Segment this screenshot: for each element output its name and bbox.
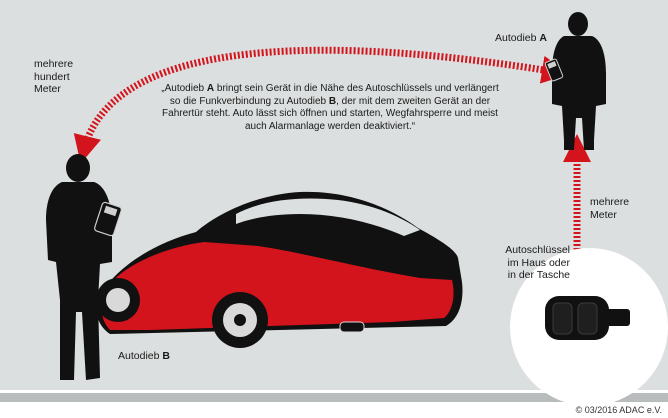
relay-device-icon <box>544 58 564 82</box>
car-silhouette <box>96 191 463 348</box>
thief-a-figure <box>552 12 606 150</box>
copyright-notice: © 03/2016 ADAC e.V. <box>575 405 662 415</box>
thief-b-label: Autodieb B <box>118 350 170 362</box>
thief-b-figure <box>46 154 112 380</box>
key-location-label: Autoschlüssel im Haus oder in der Tasche <box>505 244 570 281</box>
relay-device-icon <box>94 201 122 237</box>
thief-a-label: Autodieb A <box>495 32 547 44</box>
explanation-quote: „Autodieb A bringt sein Gerät in die Näh… <box>161 83 499 132</box>
long-range-arrow <box>73 46 570 164</box>
distance-label-short: mehrere Meter <box>590 196 630 221</box>
footer-bar <box>0 393 668 402</box>
distance-label-long: mehrere hundert Meter <box>34 58 74 95</box>
car-key-icon <box>545 296 630 340</box>
